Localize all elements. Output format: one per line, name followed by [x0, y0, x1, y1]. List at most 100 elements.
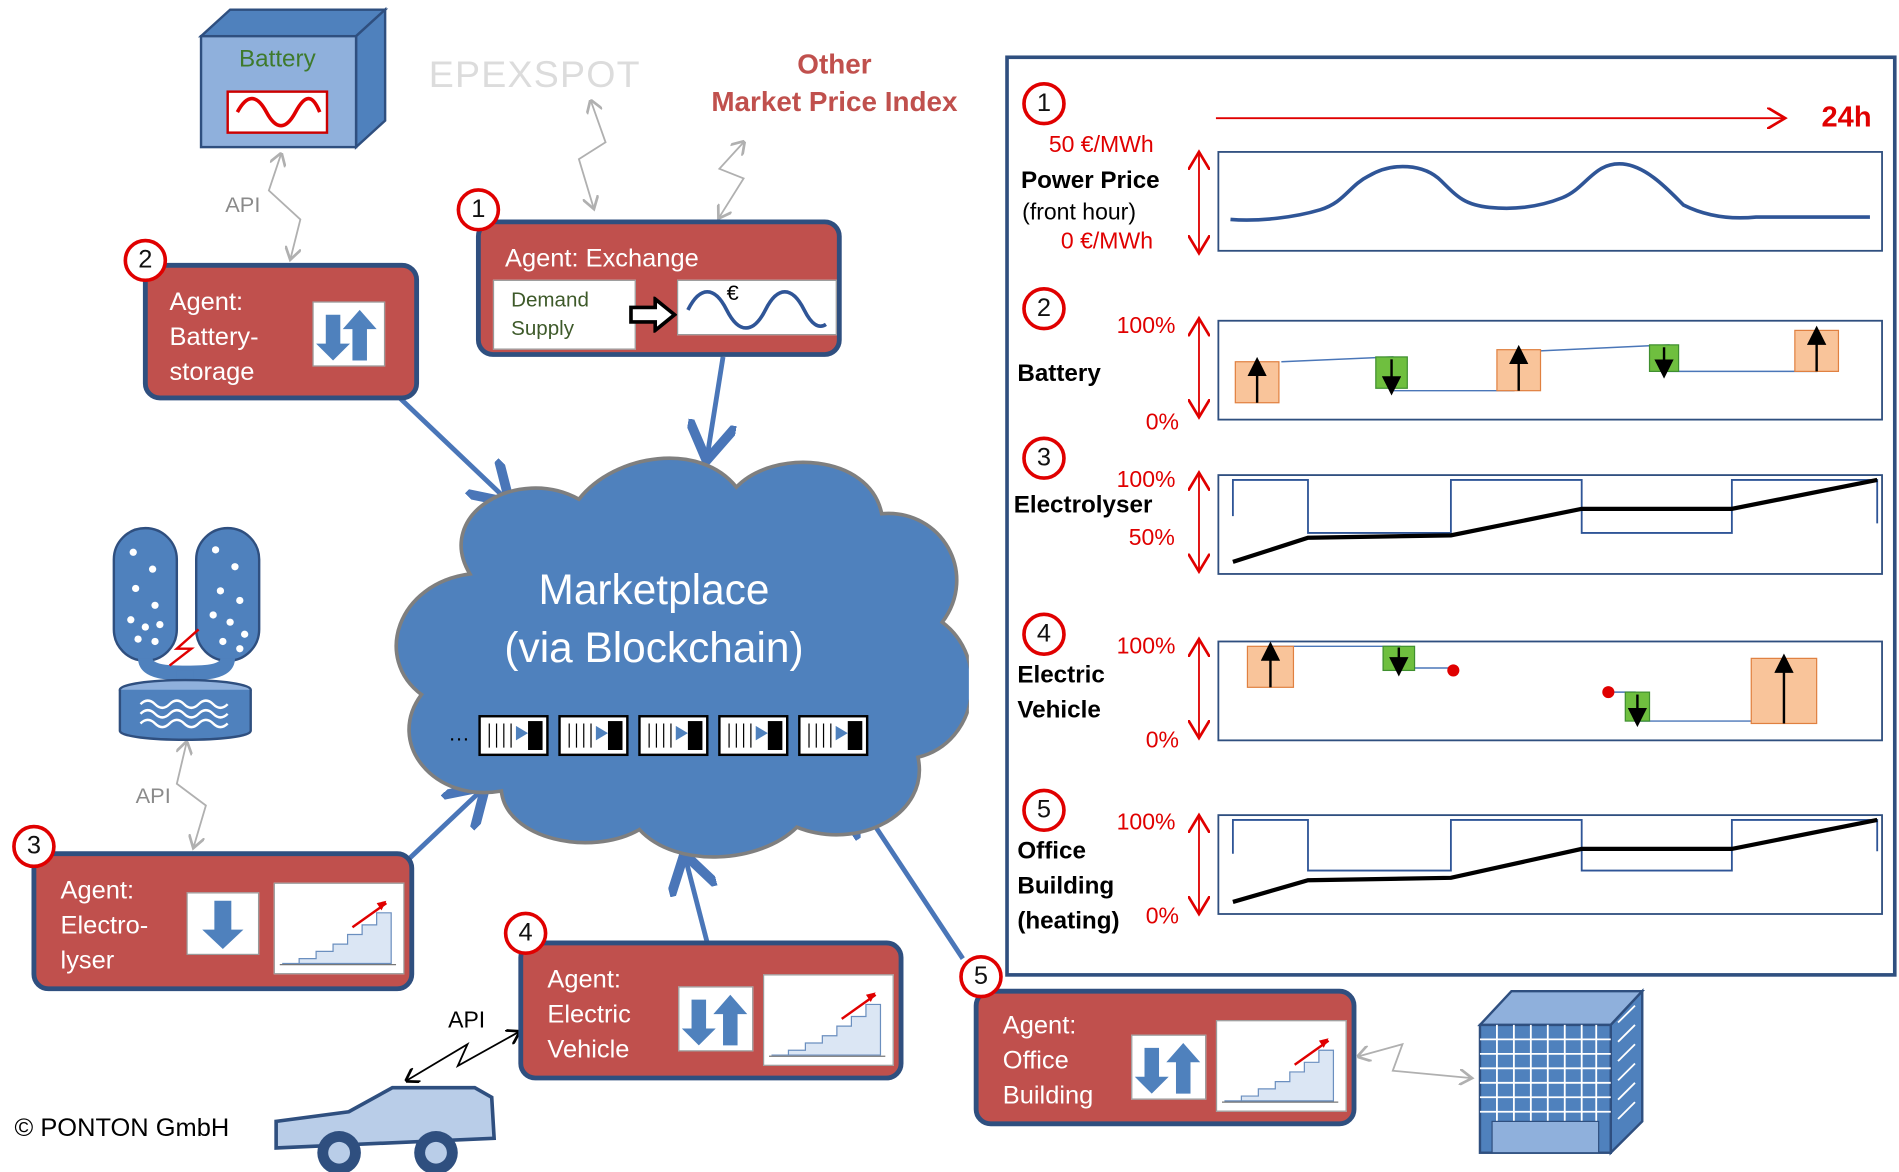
- electrolyser-cumulative-line: [1232, 477, 1878, 564]
- price-wave-box: €: [677, 279, 837, 336]
- agent-office-building[interactable]: Agent: Office Building: [973, 988, 1357, 1127]
- badge-3: 3: [12, 824, 56, 869]
- agent-exchange[interactable]: Agent: Exchange Demand Supply €: [475, 219, 842, 357]
- arrow-ev-to-market: [685, 859, 707, 944]
- office-min-label: 0%: [1145, 904, 1179, 930]
- badge-2: 2: [123, 238, 168, 283]
- office-building-icon: [1477, 988, 1646, 1156]
- price-wave-icon: [686, 290, 827, 330]
- stairs-chart-icon: [273, 882, 405, 975]
- api-label: API: [448, 1008, 486, 1034]
- marketplace-line-2: (via Blockchain): [504, 624, 804, 672]
- battery-device-icon: [197, 6, 389, 150]
- api-link-other-index: [719, 142, 743, 217]
- agent-battery-line-3: storage: [169, 358, 255, 386]
- marketplace-cloud: [394, 456, 969, 859]
- agent-office-line-2: Office: [1002, 1046, 1069, 1075]
- down-arrow-icon: [186, 892, 260, 955]
- electrolyser-device-icon: [112, 526, 261, 741]
- supply-label: Supply: [511, 317, 575, 341]
- up-down-arrows-icon: [312, 301, 386, 367]
- ev-title-line-1: Electric: [1017, 661, 1105, 689]
- api-link-office: [1359, 1042, 1470, 1078]
- agent-ev-line-2: Electric: [547, 1000, 631, 1029]
- office-title-line-3: (heating): [1017, 907, 1120, 935]
- agent-electric-vehicle[interactable]: Agent: Electric Vehicle: [518, 940, 904, 1081]
- agent-battery-storage[interactable]: Agent: Battery- storage: [142, 262, 420, 401]
- ev-title-line-2: Vehicle: [1017, 696, 1101, 724]
- agent-ev-line-1: Agent:: [547, 965, 621, 994]
- agent-electrolyser-label: Agent: Electro- lyser: [61, 873, 149, 978]
- marketplace-label: Marketplace (via Blockchain): [460, 562, 848, 678]
- price-max-label: 50 €/MWh: [1048, 132, 1154, 158]
- hollow-arrow-icon: [629, 296, 678, 333]
- duration-label: 24h: [1821, 101, 1872, 134]
- agent-electrolyser-line-3: lyser: [60, 946, 115, 975]
- badge-5: 5: [959, 954, 1003, 999]
- api-link-battery: [267, 154, 302, 258]
- car-icon: [274, 1085, 497, 1172]
- price-min-label: 0 €/MWh: [1060, 229, 1154, 255]
- schedule-badge-4: 4: [1022, 612, 1066, 656]
- block: [478, 715, 549, 757]
- agent-exchange-label: Agent: Exchange: [505, 244, 699, 273]
- electrolyser-min-label: 50%: [1128, 525, 1175, 552]
- battery-max-label: 100%: [1116, 313, 1176, 339]
- api-link-electrolyser: [177, 743, 207, 847]
- arrow-exchange-to-market: [707, 356, 723, 456]
- power-price-title: Power Price: [1020, 167, 1160, 195]
- battery-title: Battery: [1017, 360, 1101, 388]
- copyright: © PONTON GmbH: [14, 1114, 230, 1142]
- agent-battery-line-1: Agent:: [169, 288, 244, 316]
- epex-spot-logo: EPEXSPOT: [428, 53, 641, 96]
- office-max-label: 100%: [1116, 810, 1176, 836]
- electrolyser-chart-frame: [1217, 474, 1883, 575]
- ev-max-label: 100%: [1116, 634, 1176, 660]
- ev-connect-dot: [1602, 686, 1615, 699]
- api-link-epex: [577, 101, 607, 207]
- arrow-battery-to-market: [397, 396, 507, 499]
- agent-ev-line-3: Vehicle: [547, 1035, 630, 1064]
- stairs-chart-icon: [762, 974, 894, 1066]
- battery-device-label: Battery: [238, 45, 316, 73]
- office-cumulative-line: [1232, 817, 1878, 904]
- up-down-arrows-icon: [678, 986, 754, 1052]
- electrolyser-max-label: 100%: [1116, 467, 1176, 494]
- blockchain-ellipsis: …: [448, 721, 470, 746]
- other-market-index-label: Other Market Price Index: [705, 46, 964, 121]
- agent-battery-line-2: Battery-: [169, 323, 259, 351]
- schedule-badge-2: 2: [1022, 286, 1066, 331]
- electrolyser-operation-line: [1231, 479, 1879, 534]
- api-link-ev: [407, 1032, 518, 1080]
- ev-disconnect-dot: [1447, 664, 1460, 677]
- other-index-line-1: Other: [797, 48, 872, 80]
- agent-electrolyser-line-2: Electro-: [60, 911, 149, 940]
- marketplace-line-1: Marketplace: [538, 566, 770, 614]
- other-index-line-2: Market Price Index: [711, 85, 958, 117]
- power-price-subtitle: (front hour): [1022, 200, 1136, 226]
- schedule-badge-3: 3: [1022, 436, 1066, 480]
- euro-symbol: €: [726, 280, 739, 306]
- agent-office-line-1: Agent:: [1002, 1011, 1077, 1040]
- agent-battery-label: Agent: Battery- storage: [170, 285, 259, 390]
- schedule-badge-5: 5: [1022, 788, 1066, 833]
- office-title-line-1: Office: [1017, 838, 1086, 865]
- office-title-line-2: Building: [1017, 872, 1115, 900]
- agent-office-line-3: Building: [1002, 1081, 1094, 1110]
- battery-chart-frame: [1217, 319, 1883, 421]
- agent-electrolyser[interactable]: Agent: Electro- lyser: [31, 851, 415, 992]
- blockchain-blocks-icon: [478, 715, 869, 757]
- price-curve: [1230, 162, 1870, 222]
- battery-min-label: 0%: [1145, 409, 1179, 436]
- arrow-electrolyser-to-market: [407, 790, 482, 861]
- badge-4: 4: [503, 911, 548, 955]
- stairs-chart-icon: [1215, 1020, 1347, 1112]
- electrolyser-title: Electrolyser: [1013, 491, 1153, 519]
- schedule-badge-1: 1: [1022, 81, 1066, 126]
- ev-min-label: 0%: [1145, 728, 1179, 754]
- up-down-arrows-icon: [1131, 1034, 1207, 1100]
- demand-label: Demand: [511, 288, 589, 312]
- office-chart-frame: [1217, 814, 1883, 915]
